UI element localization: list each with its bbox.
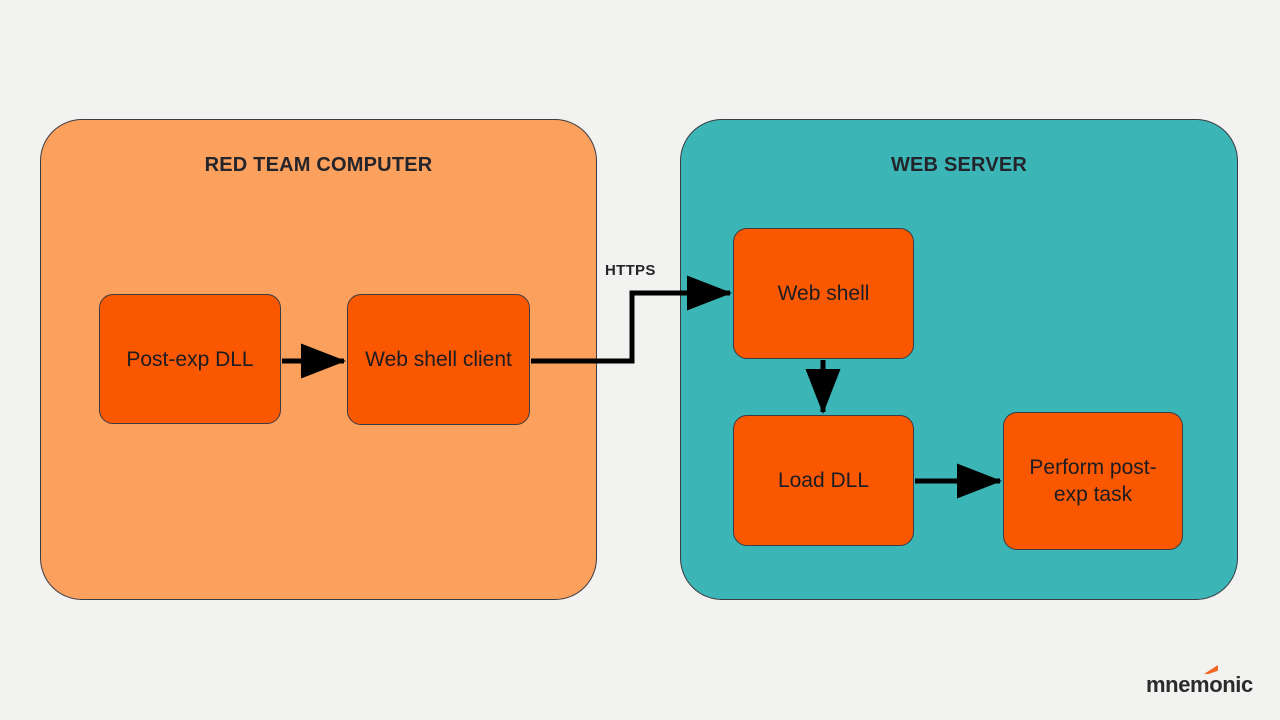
node-post-exp-dll[interactable]: Post-exp DLL <box>99 294 281 424</box>
zone-title-web-server: WEB SERVER <box>890 154 1028 176</box>
node-web-shell[interactable]: Web shell <box>733 228 914 359</box>
zone-title-red-team-computer: RED TEAM COMPUTER <box>204 154 433 176</box>
node-perform-post-exp-task[interactable]: Perform post-exp task <box>1003 412 1183 550</box>
node-load-dll[interactable]: Load DLL <box>733 415 914 546</box>
logo-accent-mark <box>1204 665 1218 674</box>
edge-label-https: HTTPS <box>605 262 656 279</box>
logo-wordmark: mnemonic <box>1146 672 1253 697</box>
mnemonic-logo: mnemonic <box>1146 665 1254 697</box>
node-web-shell-client[interactable]: Web shell client <box>347 294 530 425</box>
